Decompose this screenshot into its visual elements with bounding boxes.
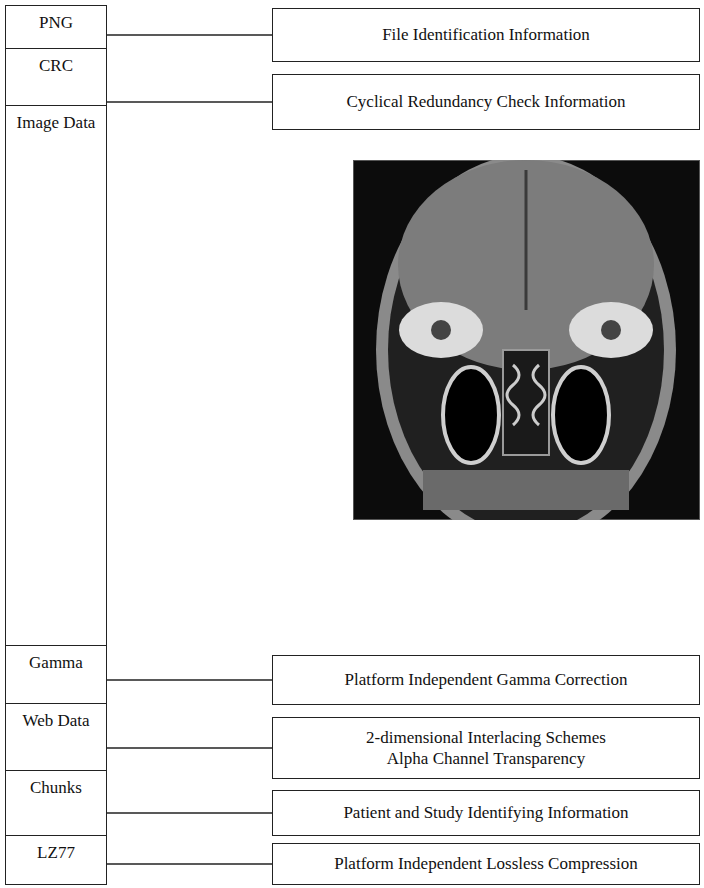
- connector-line: [107, 679, 272, 681]
- connector-line: [107, 34, 272, 36]
- cell-label: CRC: [6, 55, 106, 76]
- eye: [601, 320, 621, 340]
- eye: [431, 320, 451, 340]
- turbinate: [533, 365, 545, 425]
- mri-image: [353, 160, 700, 520]
- head-outline: [376, 160, 676, 520]
- description-box: Platform Independent Lossless Compressio…: [272, 843, 700, 885]
- box-text: Alpha Channel Transparency: [387, 748, 585, 769]
- connector-line: [107, 812, 272, 814]
- box-text: Patient and Study Identifying Informatio…: [343, 802, 628, 823]
- falx: [525, 170, 528, 310]
- nasal-cavity: [503, 350, 549, 455]
- cell-label: Image Data: [6, 112, 106, 133]
- description-box: Platform Independent Gamma Correction: [272, 655, 700, 705]
- cell-label: Gamma: [6, 652, 106, 673]
- description-box: File Identification Information: [272, 8, 700, 62]
- palate: [423, 470, 629, 510]
- cell-label: LZ77: [6, 842, 106, 863]
- sinus: [443, 367, 499, 463]
- connector-line: [107, 747, 272, 749]
- orbit: [399, 302, 483, 358]
- structure-cell: Image Data: [5, 105, 107, 646]
- connector-line: [107, 101, 272, 103]
- turbinate: [507, 365, 519, 425]
- structure-cell: Chunks: [5, 770, 107, 836]
- description-box: Patient and Study Identifying Informatio…: [272, 790, 700, 836]
- box-text: File Identification Information: [382, 24, 590, 45]
- structure-cell: LZ77: [5, 835, 107, 885]
- box-text: Cyclical Redundancy Check Information: [347, 91, 626, 112]
- orbit: [569, 302, 653, 358]
- structure-cell: CRC: [5, 48, 107, 106]
- structure-cell: PNG: [5, 5, 107, 49]
- cell-label: Web Data: [6, 710, 106, 731]
- connector-line: [107, 863, 272, 865]
- cell-label: Chunks: [6, 777, 106, 798]
- box-text: Platform Independent Lossless Compressio…: [334, 853, 638, 874]
- description-box: 2-dimensional Interlacing SchemesAlpha C…: [272, 717, 700, 779]
- box-text: 2-dimensional Interlacing Schemes: [366, 727, 606, 748]
- structure-cell: Web Data: [5, 703, 107, 771]
- description-box: Cyclical Redundancy Check Information: [272, 74, 700, 130]
- cell-label: PNG: [6, 12, 106, 33]
- sinus: [553, 367, 609, 463]
- structure-cell: Gamma: [5, 645, 107, 704]
- box-text: Platform Independent Gamma Correction: [345, 669, 628, 690]
- brain: [398, 160, 654, 370]
